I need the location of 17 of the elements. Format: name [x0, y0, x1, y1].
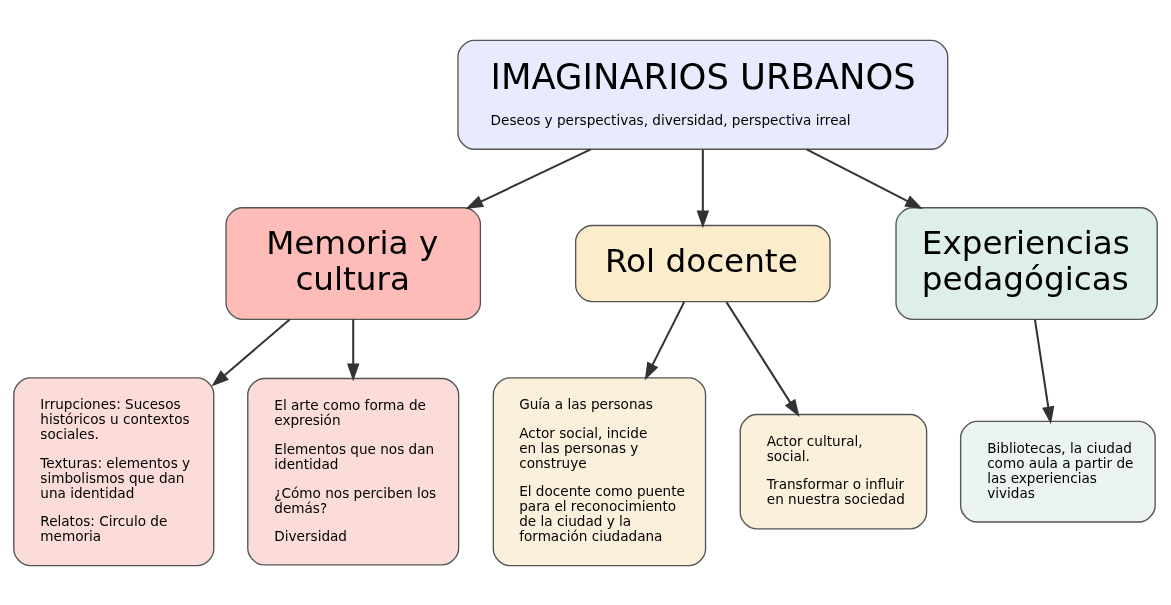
node-box: Bibliotecas, la ciudad como aula a partir de las experiencias vividas — [959, 420, 1156, 523]
arrow — [806, 148, 923, 209]
arrow — [347, 318, 360, 381]
node-box: Rol docente — [574, 224, 831, 302]
node-box: IMAGINARIOS URBANOS Deseos y perspectivas, diversidad, perspectiva irreal — [457, 39, 949, 150]
arrow — [465, 148, 592, 209]
node-box: Actor cultural, social. Transformar o influir en nuestra sociedad — [739, 413, 928, 529]
node-box: Guía a las personas Actor social, incide en las personas y construye El docente como puente para el reconocimiento de la ciudad y la formación ciudadana — [492, 376, 707, 566]
arrow — [725, 301, 800, 417]
node-box: El arte como forma de expresión Elementos que nos dan identidad ¿Cómo nos perciben los demás? Diversidad — [247, 377, 460, 566]
arrow — [1033, 318, 1055, 424]
arrow — [696, 149, 710, 228]
arrow — [211, 318, 291, 387]
arrow — [644, 301, 686, 380]
node-box: Irrupciones: Sucesos históricos u contextos sociales. Texturas: elementos y simbolismos que dan una identidad Relatos: Circulo de memoria — [13, 376, 215, 566]
node-box: Experiencias pedagógicas — [895, 206, 1158, 320]
node-box: Memoria y cultura — [225, 206, 482, 320]
